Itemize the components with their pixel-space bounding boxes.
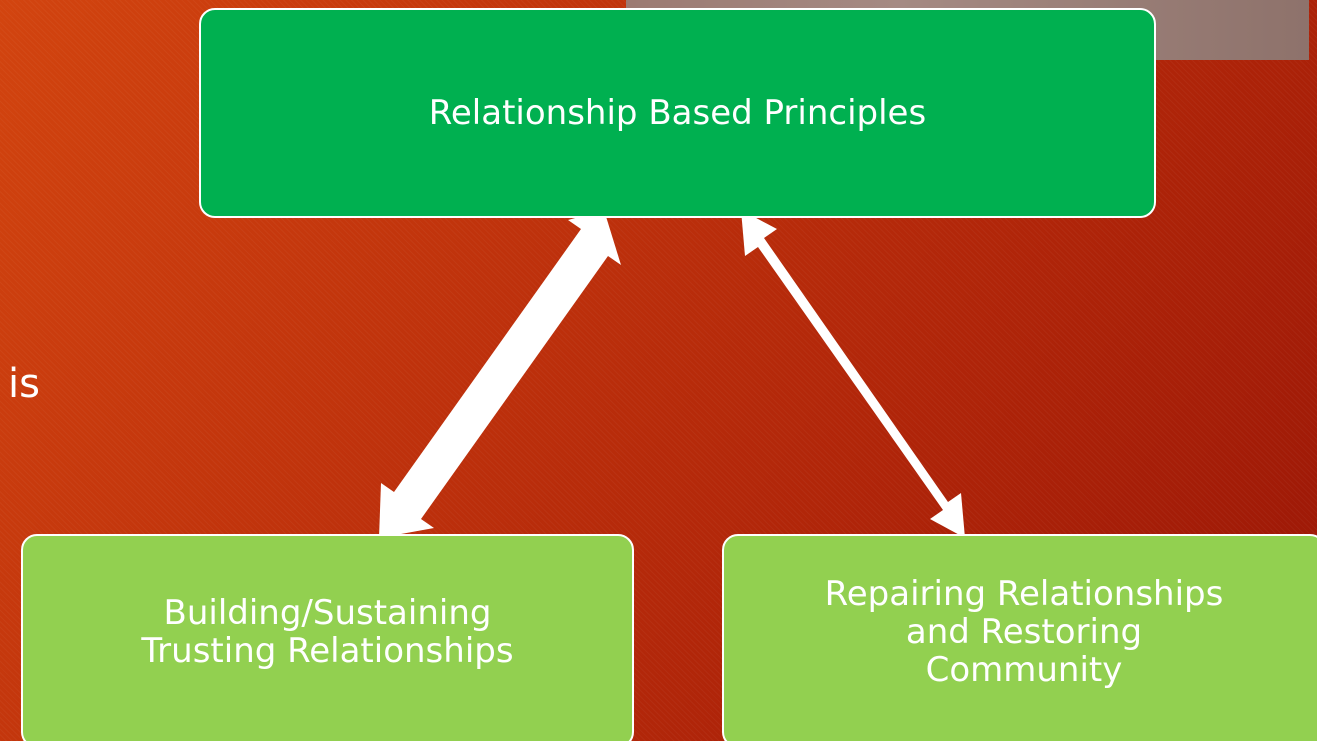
node-relationship-based-principles: Relationship Based Principles <box>199 8 1156 218</box>
node-label: Repairing Relationships and Restoring Co… <box>824 574 1224 690</box>
node-label: Relationship Based Principles <box>428 93 927 133</box>
node-label: Building/Sustaining Trusting Relationshi… <box>141 593 514 671</box>
double-arrow-left <box>379 210 621 538</box>
node-repairing-restoring: Repairing Relationships and Restoring Co… <box>722 534 1317 741</box>
node-building-sustaining: Building/Sustaining Trusting Relationshi… <box>21 534 634 741</box>
double-arrow-right <box>741 210 965 538</box>
partial-slide-text: is <box>8 361 40 407</box>
